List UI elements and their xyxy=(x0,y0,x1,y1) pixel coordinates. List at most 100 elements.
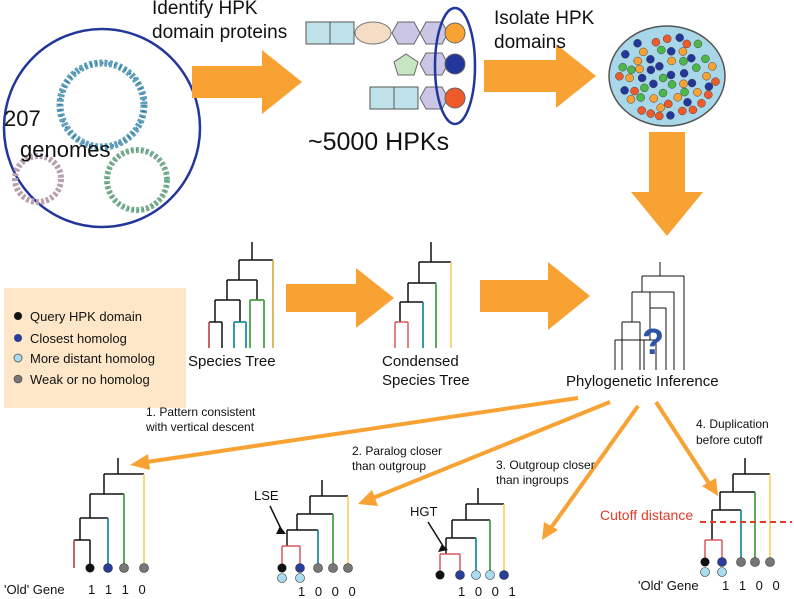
pool-domain-dot xyxy=(626,95,636,104)
pool-domain-dot xyxy=(656,103,665,112)
outcome-4-pattern: 1 1 0 0 xyxy=(722,578,783,593)
genome-ring-small xyxy=(12,153,64,205)
pool-domain-dot xyxy=(646,55,655,64)
genomes-number: 207 xyxy=(4,106,41,131)
pool-dots xyxy=(615,33,720,121)
pool-domain-dot xyxy=(664,99,673,109)
pool-domain-dot xyxy=(633,39,642,48)
pool-domain-dot xyxy=(637,73,647,83)
pool-domain-dot xyxy=(646,109,655,118)
legend-label-distant: More distant homolog xyxy=(30,351,155,366)
outcome-2-line2: than outgroup xyxy=(352,459,426,473)
genome-ring-large-inner xyxy=(58,61,146,149)
pool-domain-dot xyxy=(636,93,645,102)
hgt-pointer xyxy=(438,544,448,552)
outcome-3-line1: 3. Outgroup closer xyxy=(496,458,595,472)
pool-domain-dot xyxy=(702,71,711,81)
legend-dot-distant xyxy=(13,353,23,363)
arrow-proteins-to-domains xyxy=(484,44,596,108)
pool-domain-dot xyxy=(667,56,676,66)
pool-domain-dot xyxy=(667,80,677,89)
domain-box xyxy=(393,86,419,110)
pool-domain-dot xyxy=(704,82,714,91)
domain-oval xyxy=(354,21,392,45)
pool-domain-dot xyxy=(678,47,688,56)
domain-hexagon xyxy=(419,86,449,110)
pool-domain-dot xyxy=(655,62,664,71)
pool-domain-dot xyxy=(680,87,689,97)
pool-domain-dot xyxy=(646,65,656,75)
outcome-3-pattern: 1 0 0 1 xyxy=(458,584,519,599)
pool-domain-dot xyxy=(633,56,643,66)
legend-box xyxy=(4,288,186,408)
pool-domain-dot xyxy=(627,65,636,75)
arrow-genomes-to-proteins xyxy=(192,50,302,114)
outcome-tree-4 xyxy=(704,458,771,562)
pool-domain-dot xyxy=(679,79,688,89)
outcome-tree-2 xyxy=(281,480,349,568)
isolate-label-line1: Isolate HPK xyxy=(494,8,595,29)
pool-domain-dot xyxy=(658,73,668,83)
identify-label-line1: Identify HPK xyxy=(152,0,258,19)
pool-domain-dot xyxy=(678,106,687,116)
pool-domain-dot xyxy=(666,70,676,80)
condensed-species-tree xyxy=(394,242,452,348)
pool-domain-dot xyxy=(666,111,675,120)
question-mark: ? xyxy=(642,321,664,362)
pool-domain-dot xyxy=(682,39,692,49)
pool-domain-dot xyxy=(625,73,634,83)
legend-dot-weak xyxy=(13,374,23,384)
pool-domain-dot xyxy=(649,79,658,89)
genome-ring-medium-inner xyxy=(106,149,168,211)
outcome-2-line1: 2. Paralog closer xyxy=(352,444,442,458)
pool-domain-dot xyxy=(621,50,630,59)
pool-domain-dot xyxy=(640,83,649,93)
lse-pointer-line xyxy=(269,505,282,530)
phylogenetic-tree xyxy=(614,262,685,370)
hpk-domain-highlight xyxy=(433,6,477,126)
outcome-tree-4-tips xyxy=(700,557,775,577)
pool-domain-dot xyxy=(711,77,720,86)
outcome-4-gene-label: 'Old' Gene xyxy=(638,578,699,593)
hpk-domain-pool xyxy=(608,25,726,127)
hgt-tag: HGT xyxy=(410,504,438,519)
species-tree-label: Species Tree xyxy=(188,353,276,370)
hpk-domain-orange xyxy=(444,22,466,44)
pool-domain-dot xyxy=(693,39,703,49)
outcome-arrows xyxy=(130,396,718,540)
pool-domain-dot xyxy=(620,86,629,95)
genomes-outline xyxy=(2,27,202,229)
outcome-tree-3-tips xyxy=(435,570,509,580)
outcome-4-line2: before cutoff xyxy=(696,433,763,447)
condensed-label-line2: Species Tree xyxy=(382,372,470,389)
legend-label-query: Query HPK domain xyxy=(30,309,142,324)
arrow-condensed-to-inference xyxy=(480,262,590,330)
outcome-1-line2: with vertical descent xyxy=(145,420,255,434)
pool-domain-dot xyxy=(704,90,713,99)
condensed-label-line1: Condensed xyxy=(382,353,459,370)
domain-pentagon xyxy=(393,53,419,76)
legend-label-closest: Closest homolog xyxy=(30,331,127,346)
pool-domain-dot xyxy=(657,45,666,55)
pool-domain-dot xyxy=(708,62,717,71)
identify-label-line2: domain proteins xyxy=(152,22,287,43)
isolate-label-line2: domains xyxy=(494,32,566,53)
outcome-1-pattern: 1 1 1 0 xyxy=(88,582,149,597)
lse-tag: LSE xyxy=(254,488,279,503)
pool-domain-dot xyxy=(630,86,639,96)
pool-domain-dot xyxy=(635,64,644,74)
legend-dot-closest xyxy=(14,334,22,342)
hpk-domain-blue xyxy=(444,53,466,75)
pool-domain-dot xyxy=(683,98,692,107)
outcome-tree-3 xyxy=(439,488,505,574)
pool-domain-dot xyxy=(618,62,627,72)
legend-label-weak: Weak or no homolog xyxy=(30,372,150,387)
cutoff-label: Cutoff distance xyxy=(600,507,693,523)
genomes-word: genomes xyxy=(20,137,111,162)
outcome-4-line1: 4. Duplication xyxy=(696,417,769,431)
outcome-tree-1-tips xyxy=(85,563,149,573)
domain-box xyxy=(329,21,355,45)
hpk-domain-red xyxy=(444,87,466,109)
pool-domain-dot xyxy=(639,47,648,57)
arrow-species-to-condensed xyxy=(286,268,394,328)
